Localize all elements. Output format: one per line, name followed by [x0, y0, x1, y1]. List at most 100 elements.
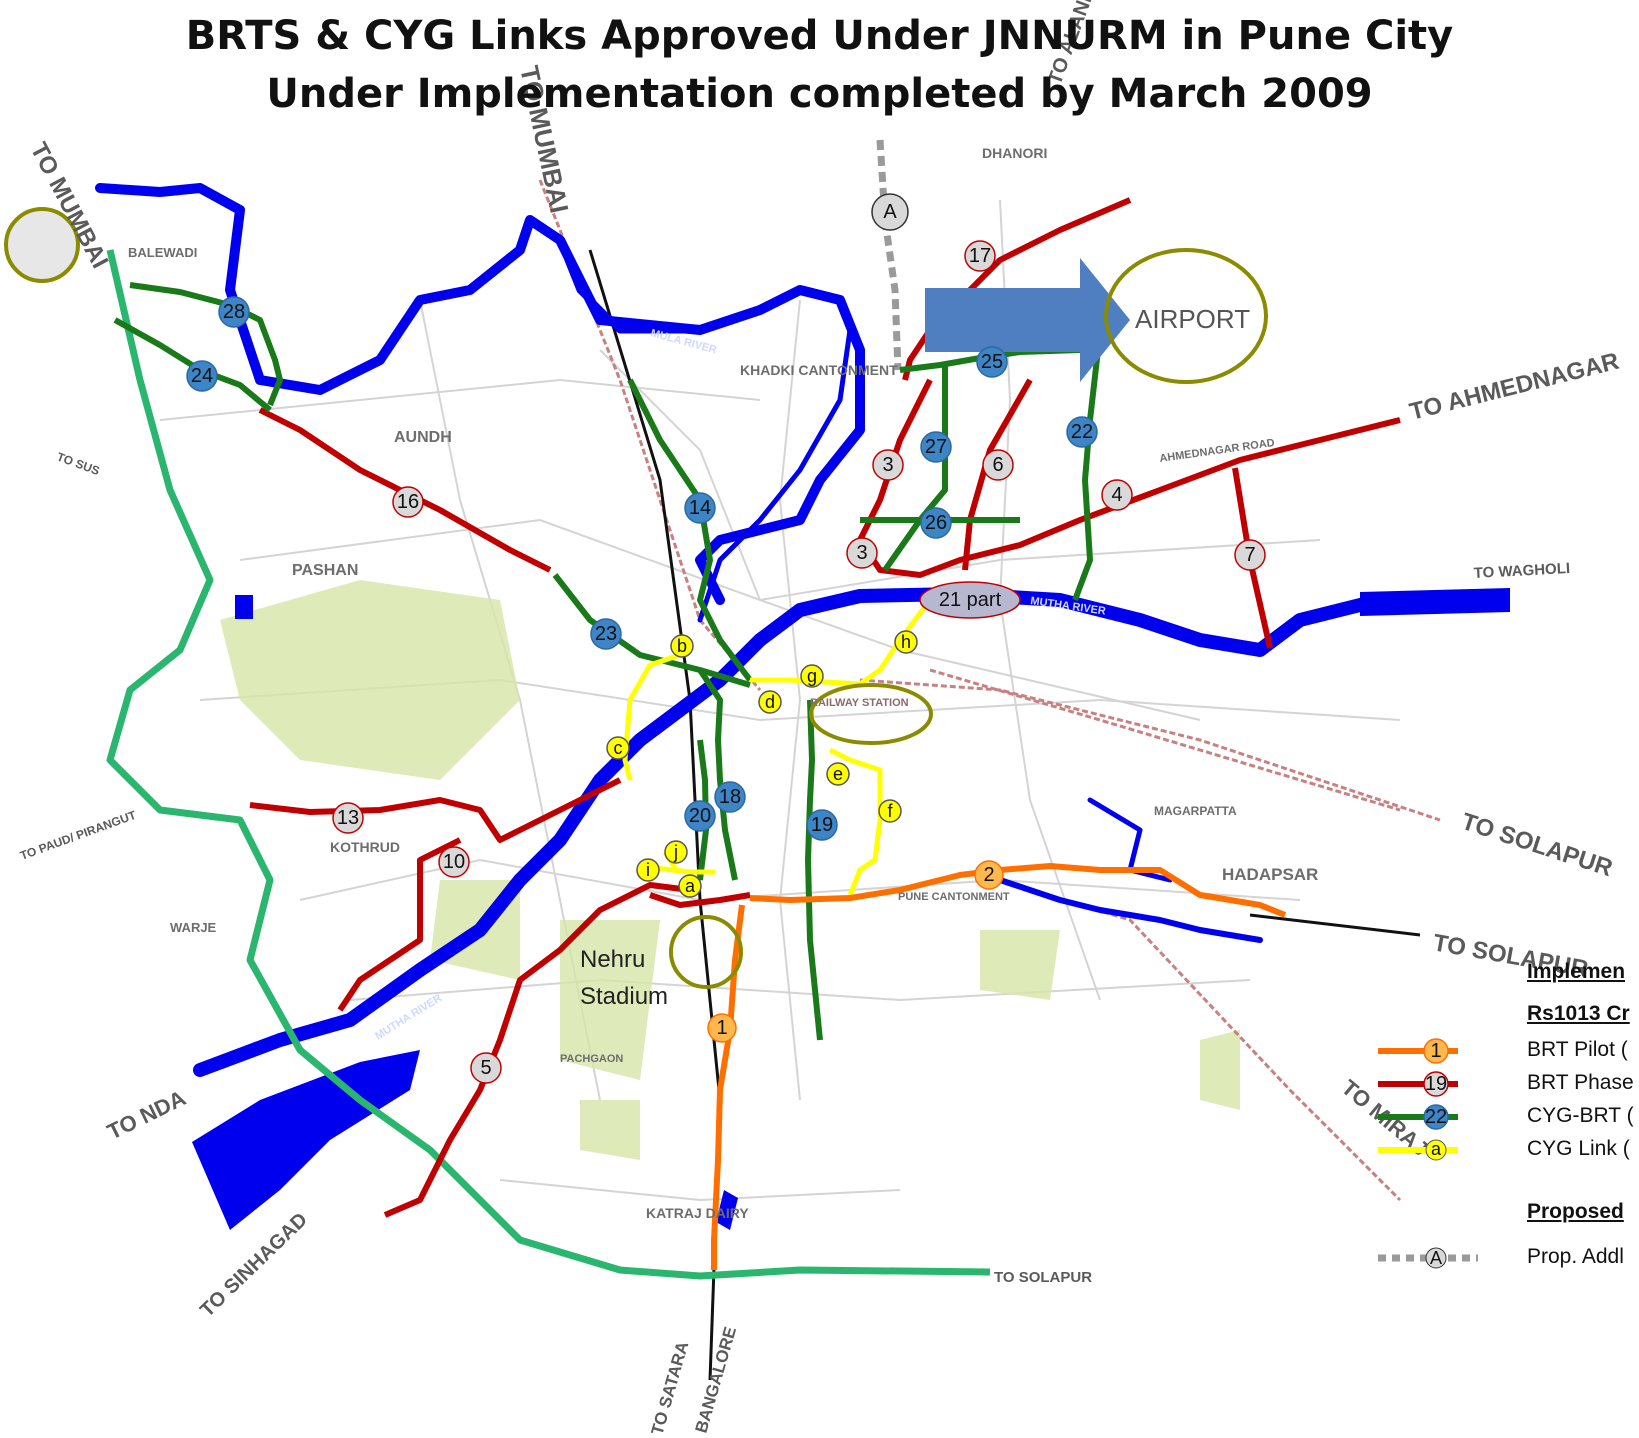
- label-airport: AIRPORT: [1135, 304, 1250, 334]
- route-badge-g: g: [800, 664, 824, 688]
- badge-circle: [894, 630, 918, 654]
- route-badge-r7: 7: [1234, 539, 1266, 571]
- label-aundh: AUNDH: [394, 429, 452, 446]
- badge-circle: [826, 762, 850, 786]
- badge-circle: [1234, 539, 1266, 571]
- badge-circle: [758, 690, 782, 714]
- badge-label: i: [646, 860, 650, 880]
- mutha-river: [193, 587, 1487, 1077]
- badge-circle: [438, 846, 470, 878]
- cyg-brt-swatch: 22: [1378, 1104, 1458, 1130]
- badge-label: 25: [981, 351, 1003, 373]
- highlight-circles: [4, 207, 1268, 989]
- road-to-satara: TO SATARA: [648, 1339, 693, 1437]
- road-to-bangalore: BANGALORE: [692, 1325, 740, 1436]
- airport-arrow: [925, 258, 1130, 382]
- badge-label: g: [807, 666, 817, 686]
- pond: [716, 1190, 738, 1230]
- route-badge-r1: 1: [707, 1013, 737, 1043]
- legend-subheading: Rs1013 Cr: [1527, 1002, 1630, 1025]
- river-east-wide: [1360, 588, 1510, 616]
- badge-label: 6: [992, 454, 1003, 476]
- route-badge-r22: 22: [1066, 416, 1098, 448]
- badge-label: j: [673, 842, 678, 862]
- badge-label: 22: [1071, 421, 1093, 443]
- badge-circle: [606, 736, 630, 760]
- badge-label: A: [883, 201, 897, 223]
- route-badge-r3a: 3: [872, 449, 904, 481]
- badge-circle: [670, 634, 694, 658]
- badge-label: b: [677, 636, 687, 656]
- badge-circle: [800, 664, 824, 688]
- badge-label: 18: [719, 786, 741, 808]
- badge-label: 16: [397, 491, 419, 513]
- route-badge-r25: 25: [976, 346, 1008, 378]
- cyg-link-swatch: a: [1378, 1139, 1458, 1161]
- legend-label-brt-phase: BRT Phase: [1527, 1071, 1634, 1094]
- route-badge-c: c: [606, 736, 630, 760]
- route-badge-r24: 24: [186, 360, 218, 392]
- road-to-ahmednagar: TO AHMEDNAGAR: [1407, 348, 1622, 426]
- proposed-swatch: A: [1378, 1247, 1478, 1269]
- badge-label: 19: [811, 814, 833, 836]
- badge-circle: [714, 781, 746, 813]
- badge-label: 26: [925, 512, 947, 534]
- badge-label: f: [887, 801, 893, 821]
- road-to-wagholi: TO WAGHOLI: [1473, 560, 1570, 582]
- legend-item-cyg-brt: 22 CYG-BRT (: [1370, 1102, 1639, 1132]
- route-badge-i: i: [636, 858, 660, 882]
- badge-label: 24: [191, 365, 213, 387]
- label-stadium: Stadium: [580, 983, 668, 1010]
- badge-circle: [678, 874, 702, 898]
- badge-circle: [470, 1052, 502, 1084]
- road-to-sinhagad: TO SINHAGAD: [196, 1209, 312, 1322]
- legend-label-cyg-brt: CYG-BRT (: [1527, 1104, 1634, 1127]
- badge-label: 1: [716, 1017, 727, 1039]
- label-hadapsar: HADAPSAR: [1222, 865, 1318, 884]
- label-katraj: KATRAJ DAIRY: [646, 1205, 749, 1221]
- brt-pilot-routes: [711, 863, 1287, 1270]
- badge-circle: [872, 449, 904, 481]
- brt-phase-swatch: 19: [1378, 1071, 1458, 1097]
- route-badge-r2: 2: [974, 860, 1004, 890]
- route-badge-r5: 5: [470, 1052, 502, 1084]
- legend-badge-a: a: [1431, 1139, 1442, 1159]
- river-lower-branch: [997, 877, 1263, 943]
- badge-circle: [846, 537, 878, 569]
- route-badge-e: e: [826, 762, 850, 786]
- route-badge-r27: 27: [920, 431, 952, 463]
- badge-circle: [707, 1013, 737, 1043]
- road-to-nda: TO NDA: [103, 1085, 189, 1144]
- legend: Implemen Rs1013 Cr 1 BRT Pilot ( 19 BRT …: [1370, 950, 1639, 1350]
- badge-label: 27: [925, 436, 947, 458]
- badge-label: h: [901, 632, 911, 652]
- badge-label: 10: [443, 851, 465, 873]
- badge-ellipse: [919, 581, 1021, 619]
- legend-item-brt-phase: 19 BRT Phase: [1370, 1069, 1639, 1099]
- badge-label: c: [614, 738, 623, 758]
- badge-circle: [1101, 479, 1133, 511]
- badge-circle: [590, 618, 622, 650]
- badge-label: e: [833, 764, 843, 784]
- map-title: BRTS & CYG Links Approved Under JNNURM i…: [185, 13, 1454, 59]
- river-tributary-east: [1087, 797, 1173, 883]
- route-badge-h: h: [894, 630, 918, 654]
- route-badge-r3b: 3: [846, 537, 878, 569]
- badge-circle: [806, 809, 838, 841]
- badge-label: 23: [595, 623, 617, 645]
- route-badge-f: f: [878, 799, 902, 823]
- badge-circle: [1066, 416, 1098, 448]
- badge-label: 17: [969, 245, 991, 267]
- badge-circle: [664, 840, 688, 864]
- route-badge-r10: 10: [438, 846, 470, 878]
- route-badge-r17: 17: [964, 240, 996, 272]
- highlight-circle-station: [809, 683, 933, 745]
- badge-label: 3: [882, 454, 893, 476]
- label-khadki: KHADKI CANTONMENT: [740, 362, 898, 378]
- legend-badge-19: 19: [1425, 1073, 1447, 1095]
- route-badge-r14: 14: [684, 492, 716, 524]
- label-pachgaon: PACHGAON: [560, 1053, 623, 1065]
- brt-pilot-swatch: 1: [1378, 1038, 1458, 1064]
- badge-label: 2: [983, 864, 994, 886]
